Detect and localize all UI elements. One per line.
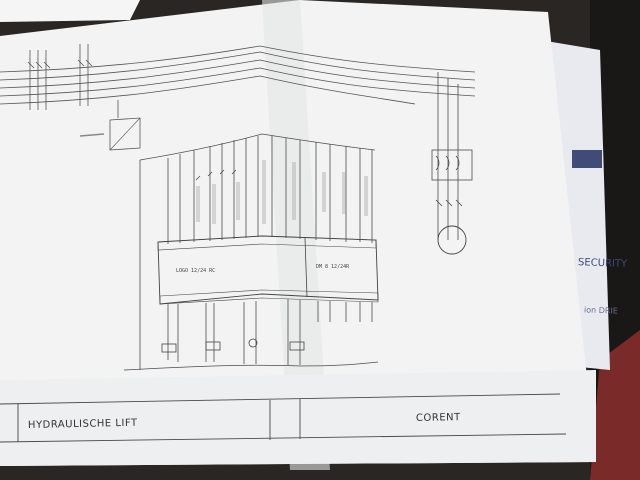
input-wires: [139, 133, 376, 370]
motor-circuit: [431, 72, 473, 240]
left-breakers: [27, 44, 119, 118]
title-block: [0, 393, 567, 443]
drawing-title: HYDRAULISCHE LIFT: [27, 417, 138, 431]
side-document-band: [572, 150, 602, 168]
output-devices: [161, 338, 305, 353]
contactor-symbol-icon: [161, 343, 177, 353]
plc-left-module-label: LOGO 12/24 RC: [176, 268, 216, 274]
output-wires: [123, 299, 379, 371]
component-labels: [196, 160, 368, 224]
plc-module: [157, 235, 379, 305]
power-supply-box: [79, 117, 141, 151]
lamp-symbol-icon: [248, 338, 258, 348]
bus-lines: [0, 45, 476, 105]
company-name: CORENT: [415, 412, 461, 424]
paper-fold: [262, 0, 330, 470]
top-paper-corner: [0, 0, 140, 22]
side-document-text-b: ion DRIE: [583, 305, 619, 316]
plc-right-module-label: DM 8 12/24R: [316, 264, 350, 270]
motor-symbol-icon: [437, 225, 467, 255]
side-document-text-a: SECURITY: [577, 257, 628, 270]
paper-lower-area: [0, 370, 596, 466]
